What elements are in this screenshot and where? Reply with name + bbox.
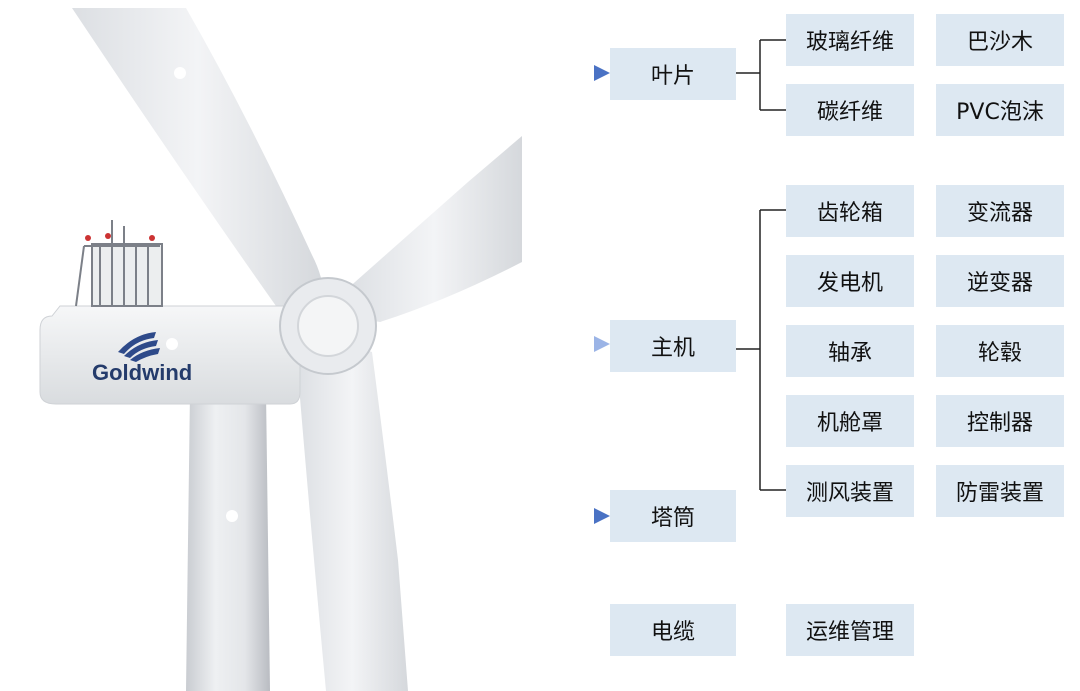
blade-material-item: PVC泡沫	[936, 84, 1064, 136]
goldwind-logo-mark	[118, 332, 160, 362]
main-unit-part-item: 发电机	[786, 255, 914, 307]
blade-material-item: 碳纤维	[786, 84, 914, 136]
blade-upper	[72, 8, 324, 322]
tower-pointer-dot	[226, 510, 238, 522]
blade-right	[346, 136, 522, 322]
main-unit-part-item: 变流器	[936, 185, 1064, 237]
main-unit-part-item: 控制器	[936, 395, 1064, 447]
blade-material-item: 玻璃纤维	[786, 14, 914, 66]
nacelle	[39, 305, 301, 405]
node-tower: 塔筒	[610, 490, 736, 542]
main-unit-bracket	[736, 209, 786, 491]
tower	[186, 392, 270, 691]
main-unit-part-item: 轴承	[786, 325, 914, 377]
node-cable: 电缆	[610, 604, 736, 656]
main-unit-part-item: 齿轮箱	[786, 185, 914, 237]
main-unit-pointer-dot	[166, 338, 178, 350]
blade-bracket	[736, 39, 786, 111]
node-blade: 叶片	[610, 48, 736, 100]
main-unit-part-item: 逆变器	[936, 255, 1064, 307]
blade-material-item: 巴沙木	[936, 14, 1064, 66]
blade-arrowhead	[594, 65, 610, 81]
main-unit-part-item: 轮毂	[936, 325, 1064, 377]
blade-pointer-dot	[174, 67, 186, 79]
main-unit-part-item: 测风装置	[786, 465, 914, 517]
main-unit-arrowhead	[594, 336, 610, 352]
brand-logo-text: Goldwind	[92, 360, 193, 385]
nacelle-roof-equipment	[75, 220, 163, 307]
node-main-unit: 主机	[610, 320, 736, 372]
node-om: 运维管理	[786, 604, 914, 656]
main-unit-part-item: 机舱罩	[786, 395, 914, 447]
tower-arrowhead	[594, 508, 610, 524]
main-unit-part-item: 防雷装置	[936, 465, 1064, 517]
hub-cap	[297, 295, 359, 357]
